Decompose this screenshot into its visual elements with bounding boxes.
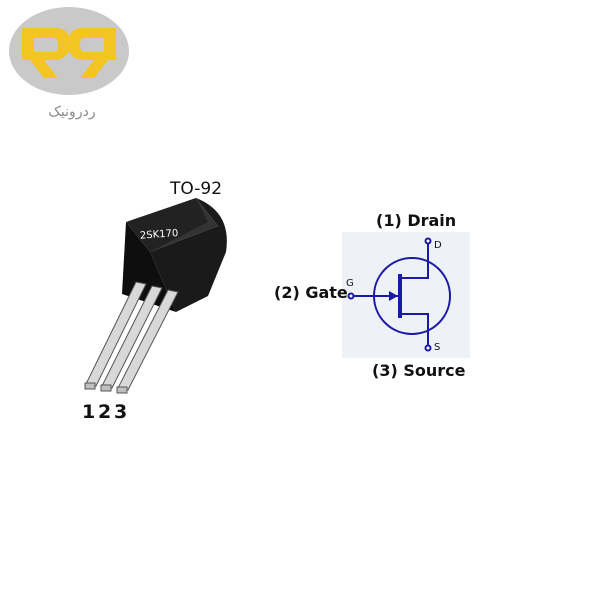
package-name: TO-92: [169, 179, 222, 199]
pin-number-3: 3: [114, 401, 127, 423]
gate-terminal-dot: [347, 292, 355, 300]
package-face: [126, 198, 208, 252]
drain-terminal-dot: [424, 237, 432, 245]
logo-letter-left: [22, 28, 70, 78]
jfet-symbol: [347, 237, 451, 352]
pin-number-1: 1: [82, 401, 95, 423]
leg-2-tip: [100, 384, 112, 392]
drain-lead: [400, 241, 429, 279]
source-label: (3) Source: [372, 361, 466, 380]
source-lead: [400, 313, 429, 348]
source-terminal-dot: [424, 344, 432, 352]
terminal-s-label: S: [434, 342, 440, 353]
logo-letter-right: [68, 28, 116, 78]
to92-body: 2SK170: [122, 198, 227, 312]
logo-brand-text: ردرونیک: [48, 104, 96, 120]
pin-number-2: 2: [98, 401, 111, 423]
gate-label: (2) Gate: [274, 283, 348, 302]
package-marking: 2SK170: [140, 228, 179, 242]
leg-1: [85, 281, 147, 387]
gate-arrow: [389, 291, 398, 301]
leg-3-tip: [116, 386, 128, 394]
package-legs: [84, 281, 179, 394]
leg-2: [101, 285, 163, 389]
brand-logo: ردرونیک: [8, 6, 130, 126]
drain-label: (1) Drain: [376, 211, 456, 230]
terminal-g-label: G: [346, 278, 354, 289]
terminal-d-label: D: [434, 240, 442, 251]
leg-3: [117, 289, 179, 391]
leg-1-tip: [84, 382, 96, 390]
logo-mark: [9, 7, 129, 95]
package-side: [150, 198, 227, 312]
